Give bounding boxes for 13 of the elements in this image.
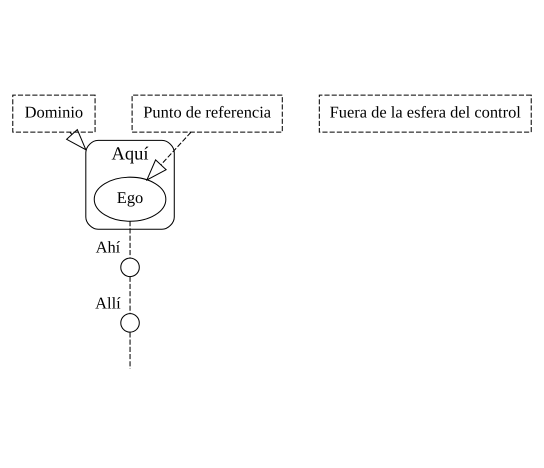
connector xyxy=(130,221,131,258)
node-ellipse: Ego xyxy=(94,176,166,222)
arrow xyxy=(66,128,87,151)
connector xyxy=(130,332,131,369)
node-label: Allí xyxy=(95,293,121,312)
node-box: Fuera de la esfera del control xyxy=(318,94,532,133)
arrow xyxy=(146,132,192,182)
node-circle xyxy=(120,258,140,278)
node-box: Dominio xyxy=(12,94,96,133)
connector xyxy=(130,276,131,314)
node-circle xyxy=(120,313,140,333)
node-box: Punto de referencia xyxy=(132,94,283,133)
node-label: Ahí xyxy=(96,238,120,257)
